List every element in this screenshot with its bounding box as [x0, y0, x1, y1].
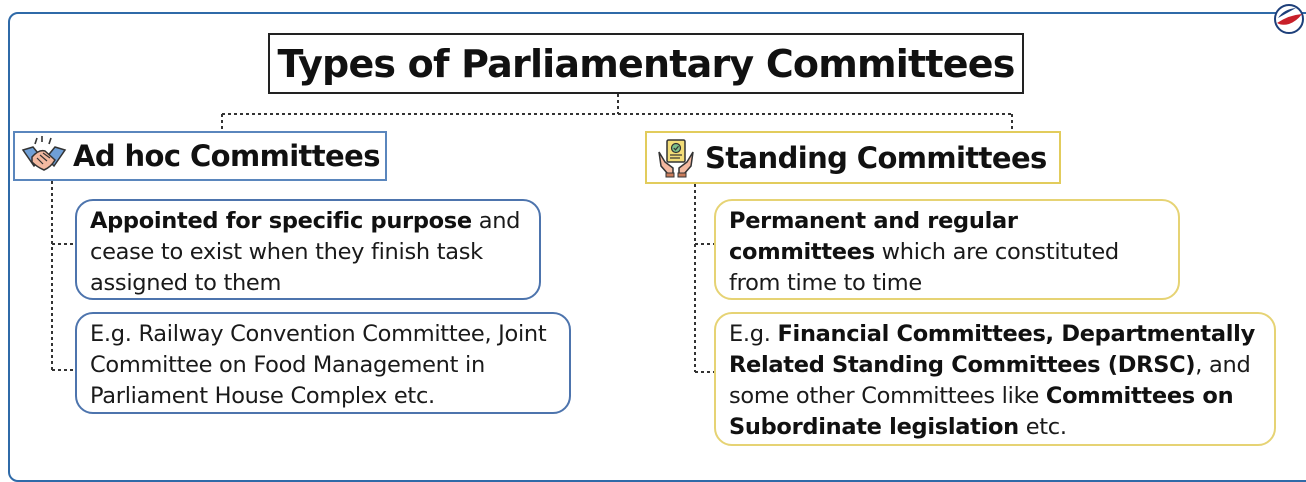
adhoc-examples-card: E.g. Railway Convention Committee, Joint… — [75, 312, 571, 414]
body-text: , and some other Committees like — [729, 352, 1251, 409]
adhoc-branch-connector — [51, 181, 75, 371]
category-adhoc-label: Ad hoc Committees — [73, 139, 380, 173]
body-text: E.g. Railway Convention Committee, Joint… — [90, 321, 547, 409]
body-text: etc. — [1018, 414, 1067, 440]
logo-icon — [1274, 4, 1304, 34]
handshake-icon — [21, 136, 67, 171]
category-standing: Standing Committees — [645, 131, 1061, 184]
emphasis-text: Appointed for specific purpose — [90, 208, 472, 234]
body-text: and cease to exist when they finish task… — [90, 208, 521, 296]
emphasis-text: Financial Committees, Departmentally Rel… — [729, 321, 1255, 378]
category-standing-label: Standing Committees — [705, 140, 1047, 175]
tree-connectors — [51, 94, 1013, 373]
diagram-title: Types of Parliamentary Committees — [268, 33, 1024, 94]
standing-definition-card: Permanent and regular committees which a… — [714, 199, 1180, 300]
body-text: E.g. — [729, 321, 778, 347]
standing-branch-connector — [694, 184, 714, 373]
standing-examples-card: E.g. Financial Committees, Departmentall… — [714, 312, 1276, 446]
emphasis-text: Permanent and regular committees — [729, 208, 1018, 265]
emphasis-text: Committees on Subordinate legislation — [729, 383, 1234, 440]
adhoc-definition-card: Appointed for specific purpose and cease… — [75, 199, 541, 300]
root-connector — [221, 94, 1013, 131]
body-text: which are constituted from time to time — [729, 239, 1119, 296]
hands-holding-document-icon — [658, 138, 694, 177]
category-adhoc: Ad hoc Committees — [13, 131, 387, 181]
